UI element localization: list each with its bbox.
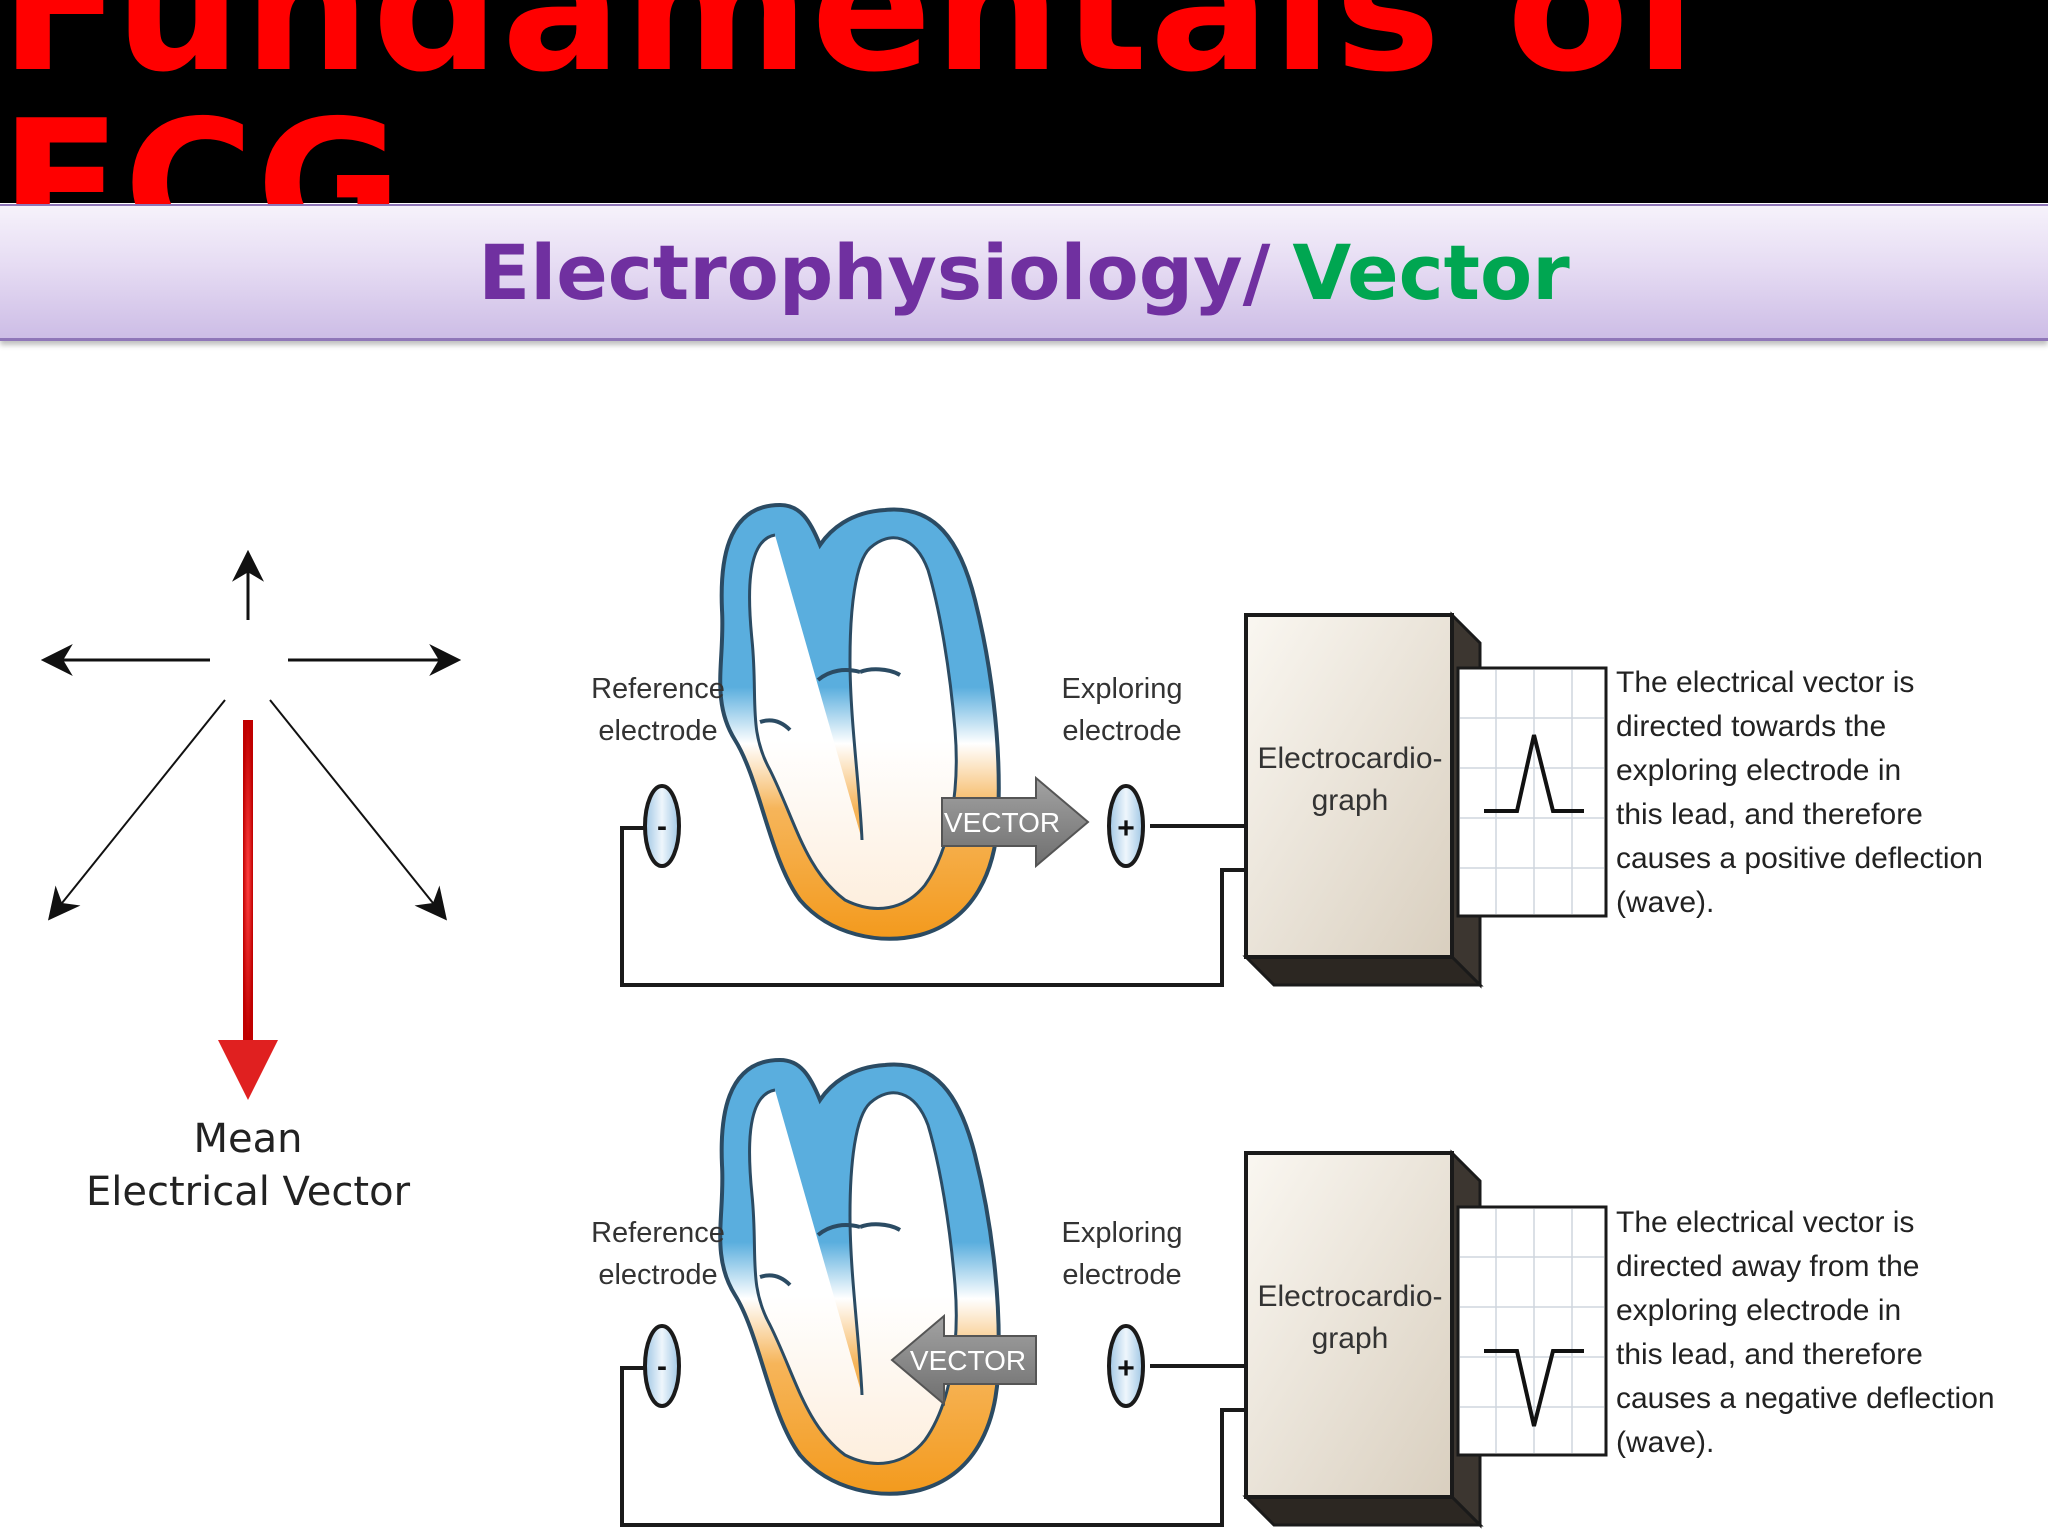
panel-negative-deflection: VECTOR - Reference electrode + Exploring…: [591, 1057, 1995, 1529]
machine-label-line1: Electrocardio-: [1257, 742, 1442, 775]
caption-line: The electrical vector is: [1616, 1206, 1914, 1239]
arrow-down-right-icon: [269, 699, 448, 921]
vector-label: VECTOR: [944, 807, 1060, 838]
ecg-trace-paper: [1456, 666, 1608, 918]
reference-sign: -: [657, 810, 667, 843]
heart-valve-left: [759, 718, 792, 732]
exploring-label-line1: Exploring: [1062, 673, 1183, 705]
heart-illustration: [718, 502, 1001, 941]
reference-electrode: [643, 784, 681, 868]
electrocardiograph-machine: Electrocardio- graph: [1242, 1149, 1484, 1529]
vector-label: VECTOR: [910, 1345, 1026, 1376]
caption-line: (wave).: [1616, 1426, 1714, 1459]
caption-negative: The electrical vector is directed away f…: [1616, 1206, 1995, 1459]
negative-deflection-wave-icon: [1484, 1349, 1584, 1427]
heart-illustration: [718, 1057, 1001, 1496]
vector-arrow-left-icon: [890, 1313, 1037, 1407]
subtitle-electrophysiology: Electrophysiology/: [478, 227, 1271, 317]
caption-line: directed towards the: [1616, 710, 1886, 743]
ecg-trace-paper: [1456, 1205, 1608, 1457]
title-bar: Fundamentals of ECG: [0, 0, 2048, 274]
electrical-vector-label: Electrical Vector: [86, 1169, 411, 1215]
heart-valves: [816, 1222, 902, 1237]
caption-line: this lead, and therefore: [1616, 1338, 1923, 1371]
lead-wire: [620, 1366, 1245, 1527]
exploring-label-line1: Exploring: [1062, 1217, 1183, 1249]
mean-vector-arrowhead-icon: [218, 1040, 278, 1100]
page-title: Fundamentals of ECG: [0, 0, 1711, 289]
caption-line: (wave).: [1616, 886, 1714, 919]
positive-deflection-wave-icon: [1484, 734, 1584, 813]
exploring-sign: +: [1117, 812, 1135, 845]
heart-valve-left: [759, 1273, 792, 1287]
caption-line: this lead, and therefore: [1616, 798, 1923, 831]
lead-wire: [620, 826, 1245, 987]
subtitle-vector: Vector: [1292, 227, 1570, 317]
reference-label-line2: electrode: [598, 1259, 717, 1291]
electrocardiograph-machine: Electrocardio- graph: [1242, 611, 1484, 989]
machine-label-line1: Electrocardio-: [1257, 1280, 1442, 1313]
reference-sign: -: [657, 1350, 667, 1383]
subtitle-bar: Electrophysiology/ Vector: [0, 204, 2048, 341]
reference-electrode: [643, 1324, 681, 1408]
caption-line: causes a negative deflection: [1616, 1382, 1995, 1415]
caption-line: directed away from the: [1616, 1250, 1919, 1283]
reference-label-line1: Reference: [591, 1217, 725, 1249]
exploring-electrode: [1107, 1324, 1145, 1408]
panel-positive-deflection: VECTOR - Reference electrode + Exploring…: [591, 502, 1983, 989]
caption-line: The electrical vector is: [1616, 666, 1914, 699]
caption-line: exploring electrode in: [1616, 1294, 1901, 1327]
reference-label-line2: electrode: [598, 715, 717, 747]
exploring-label-line2: electrode: [1062, 715, 1181, 747]
mean-vector-shaft: [243, 720, 253, 1040]
machine-label-line2: graph: [1312, 1322, 1389, 1355]
mean-label: Mean: [194, 1116, 303, 1162]
caption-line: exploring electrode in: [1616, 754, 1901, 787]
caption-line: causes a positive deflection: [1616, 842, 1983, 875]
arrow-down-left-icon: [47, 699, 226, 921]
machine-label-line2: graph: [1312, 784, 1389, 817]
vector-star-figure: Mean Electrical Vector: [40, 549, 462, 1215]
caption-positive: The electrical vector is directed toward…: [1616, 666, 1983, 919]
exploring-sign: +: [1117, 1352, 1135, 1385]
vector-arrow-right-icon: [941, 775, 1090, 869]
heart-valves: [816, 667, 902, 682]
exploring-electrode: [1107, 784, 1145, 868]
exploring-label-line2: electrode: [1062, 1259, 1181, 1291]
reference-label-line1: Reference: [591, 673, 725, 705]
